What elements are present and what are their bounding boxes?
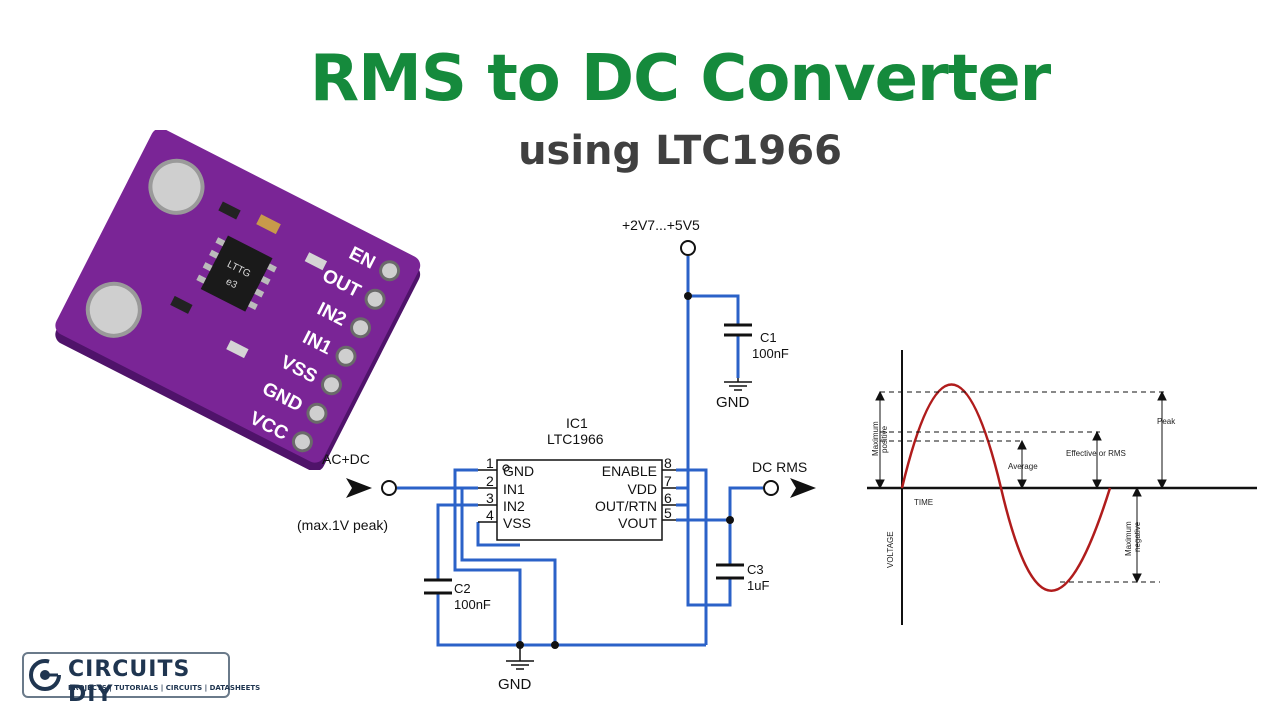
page-subtitle: using LTC1966 <box>518 128 842 174</box>
pin-name-out-rtn: OUT/RTN <box>595 498 657 514</box>
input-note: (max.1V peak) <box>297 517 388 533</box>
c3-ref: C3 <box>747 562 764 577</box>
input-label: AC+DC <box>322 451 370 467</box>
pin-name-vss: VSS <box>503 515 531 531</box>
ic-part-label: LTC1966 <box>547 431 604 447</box>
pin-name-enable: ENABLE <box>602 463 657 479</box>
label-max-negative-2: negative <box>1133 521 1142 552</box>
ic-chip <box>200 235 273 312</box>
label-peak: Peak <box>1157 417 1176 426</box>
pin-name-vdd: VDD <box>627 481 657 497</box>
c3-value: 1uF <box>747 578 769 593</box>
label-average: Average <box>1008 462 1038 471</box>
ground-symbol-bottom <box>506 645 534 670</box>
circuit-logo-icon <box>29 659 61 691</box>
pin-num-8: 8 <box>664 455 672 471</box>
supply-label: +2V7...+5V5 <box>622 217 700 233</box>
gnd-label-bottom: GND <box>498 676 532 693</box>
c2-ref: C2 <box>454 581 471 596</box>
c2-value: 100nF <box>454 597 491 612</box>
pin-num-2: 2 <box>486 473 494 489</box>
smd-resistor-2 <box>170 295 193 314</box>
label-max-positive-1: Maximum <box>871 421 880 456</box>
pin-name-in2: IN2 <box>503 498 525 514</box>
ground-symbol-top <box>724 378 752 391</box>
chip-marking-2: e3 <box>224 276 239 291</box>
ic-pins <box>478 469 676 523</box>
pin-num-7: 7 <box>664 473 672 489</box>
capacitor-c1 <box>724 323 752 337</box>
sine-wave <box>900 383 1112 592</box>
label-max-negative-1: Maximum <box>1124 521 1133 556</box>
gnd-label-top: GND <box>716 394 750 411</box>
supply-terminal <box>680 240 696 256</box>
level-lines <box>880 391 1168 583</box>
output-terminal <box>763 480 779 496</box>
output-arrow-icon <box>790 478 816 498</box>
pin-name-vout: VOUT <box>618 515 657 531</box>
pin-num-5: 5 <box>664 505 672 521</box>
smd-component <box>226 340 249 359</box>
pin-num-6: 6 <box>664 490 672 506</box>
junctions <box>516 292 734 649</box>
input-terminal <box>381 480 397 496</box>
ic-pin1-marker <box>502 464 510 472</box>
mounting-hole-bottom <box>85 281 142 338</box>
smd-capacitor <box>256 214 281 235</box>
pin-name-gnd: GND <box>503 463 534 479</box>
module-illustration: LTTG e3 EN OUT IN2 IN1 VSS GND VCC <box>55 130 421 470</box>
brand-name: CIRCUITS DIY <box>68 657 191 707</box>
c1-ref: C1 <box>760 330 777 345</box>
pin-name-in1: IN1 <box>503 481 525 497</box>
smd-resistor <box>218 201 241 220</box>
pin-num-3: 3 <box>486 490 494 506</box>
mounting-hole-top <box>148 158 205 215</box>
wires <box>397 256 763 647</box>
pin-num-1: 1 <box>486 455 494 471</box>
brand-logo: CIRCUITS DIY PROJECTS | TUTORIALS | CIRC… <box>22 652 260 707</box>
capacitor-c2 <box>424 578 452 595</box>
capacitor-c3 <box>716 563 744 580</box>
ic-body <box>496 459 663 541</box>
smd-led <box>304 252 328 271</box>
input-arrow-icon <box>346 478 372 498</box>
brand-tagline: PROJECTS | TUTORIALS | CIRCUITS | DATASH… <box>68 684 261 692</box>
label-rms: Effective or RMS <box>1066 449 1126 458</box>
output-label: DC RMS <box>752 459 807 475</box>
pin-num-4: 4 <box>486 507 494 523</box>
header-pads <box>291 260 401 453</box>
label-time: TIME <box>914 498 933 507</box>
c1-value: 100nF <box>752 346 789 361</box>
page-title: RMS to DC Converter <box>309 42 1051 116</box>
dimension-arrows <box>875 390 1167 584</box>
ic-ref-label: IC1 <box>566 415 588 431</box>
label-max-positive-2: positive <box>880 425 889 453</box>
label-voltage: VOLTAGE <box>886 531 895 568</box>
